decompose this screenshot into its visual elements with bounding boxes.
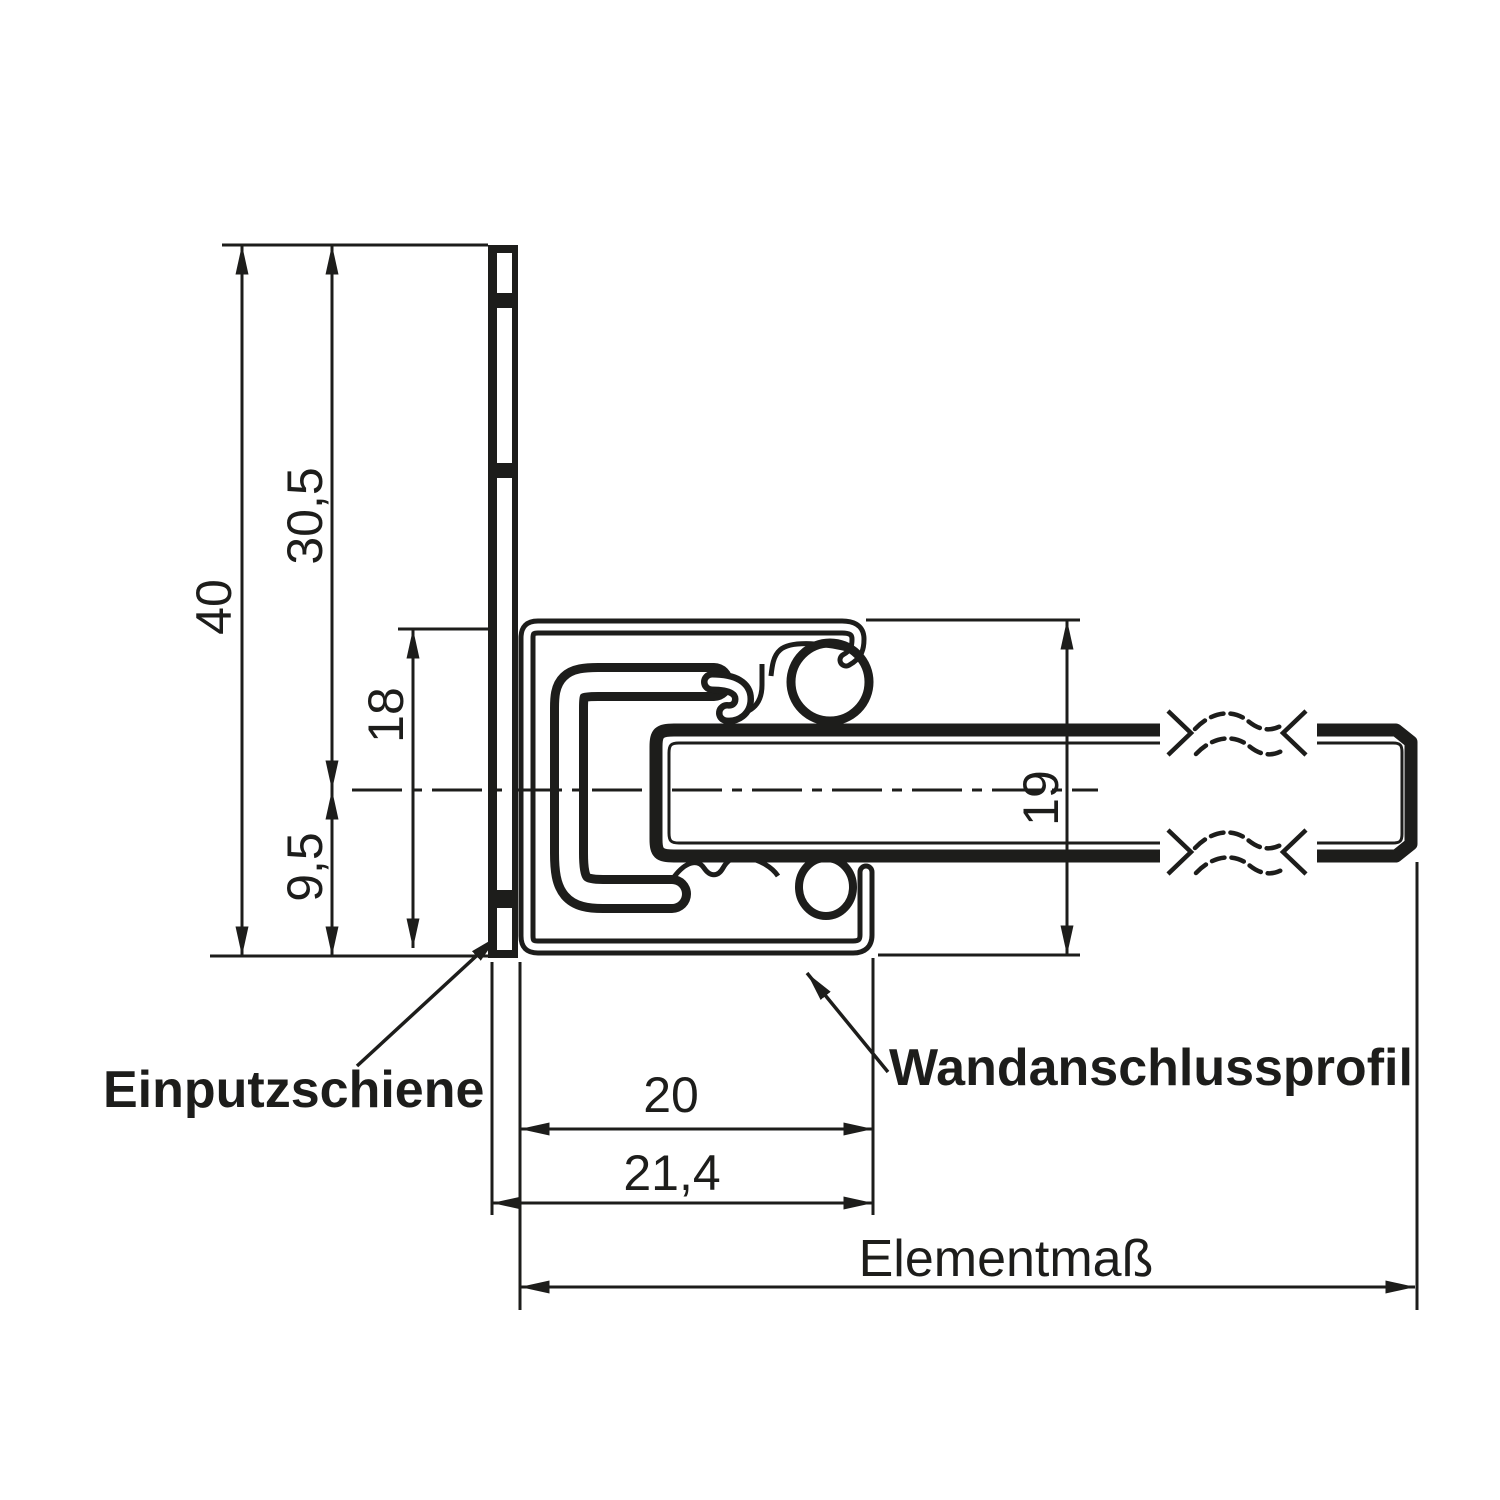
einputzschiene-leader-line [355,934,500,1068]
glass-end-cap [1317,723,1418,863]
dim-label-19: 19 [1013,770,1069,826]
wandanschlussprofil-leader-line [805,971,890,1074]
glass-panel [649,723,1160,863]
break-symbol-top [1166,709,1308,757]
label-einputzschiene: Einputzschiene [103,1061,484,1119]
dim-label-18: 18 [358,687,414,743]
dim-label-40: 40 [186,579,242,635]
part-labels: Einputzschiene Wandanschlussprofil [103,1039,1413,1119]
label-wandanschlussprofil: Wandanschlussprofil [889,1039,1413,1097]
dim-label-20: 20 [643,1067,699,1123]
break-symbol-bottom [1166,828,1308,876]
inner-gasket [550,663,857,920]
dimension-labels: 40 30,5 9,5 18 19 20 21,4 Elementmaß [186,467,1153,1288]
extension-lines [210,243,1419,1310]
dim-label-elementmass: Elementmaß [859,1230,1154,1288]
o-ring-gasket [786,638,874,726]
dim-label-21-4: 21,4 [623,1145,720,1201]
dim-label-9-5: 9,5 [277,832,333,902]
dim-label-30-5: 30,5 [277,467,333,564]
einputzschiene-plate [488,245,518,958]
